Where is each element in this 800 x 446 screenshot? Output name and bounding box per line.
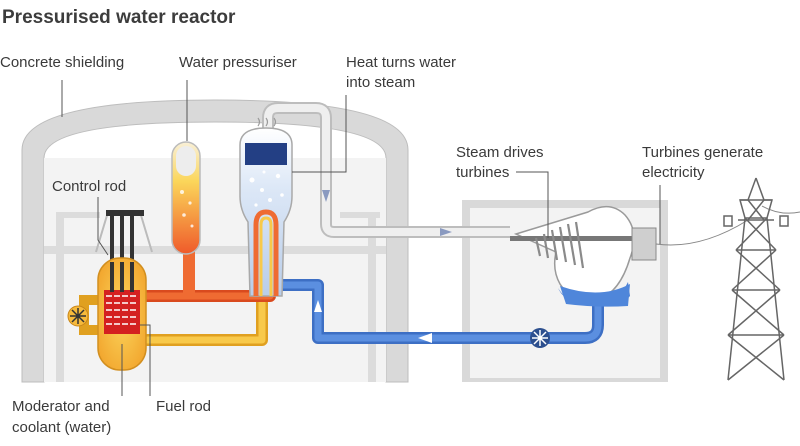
label-leaders (61, 80, 661, 396)
control-rod (110, 262, 114, 292)
water-flow-arrow (418, 333, 432, 343)
steam-generator (239, 117, 293, 297)
label-heat-turns-water-line2: into steam (346, 74, 416, 91)
power-line (655, 219, 749, 246)
label-heat-turns-water-line1: Heat turns water (346, 54, 457, 71)
steam-pipe (262, 102, 510, 238)
turbine (510, 205, 800, 307)
label-turbines-generate-line1: Turbines generate (642, 144, 764, 161)
label-control-rod: Control rod (52, 178, 127, 195)
steam-down-arrow (322, 190, 330, 202)
label-fuel-rod: Fuel rod (156, 398, 212, 415)
water-pressuriser (171, 141, 201, 255)
label-steam-drives-line1: Steam drives (456, 144, 544, 161)
label-concrete-shielding: Concrete shielding (0, 54, 125, 71)
steam-flow-arrow (440, 228, 452, 236)
diagram-title: Pressurised water reactor (2, 7, 236, 28)
control-rod-drive (106, 210, 144, 216)
label-water-pressuriser: Water pressuriser (179, 54, 297, 71)
label-turbines-generate-line2: electricity (642, 164, 705, 181)
pylon-icon (723, 177, 789, 381)
generator (631, 227, 657, 261)
turbine-shaft (510, 236, 640, 241)
label-steam-drives-line2: turbines (456, 164, 510, 181)
label-moderator-line2: coolant (water) (12, 419, 112, 436)
fuel-rods (104, 290, 140, 334)
condensate-loop (269, 260, 604, 348)
label-moderator-line1: Moderator and (12, 398, 110, 415)
water-up-arrow (314, 300, 322, 312)
